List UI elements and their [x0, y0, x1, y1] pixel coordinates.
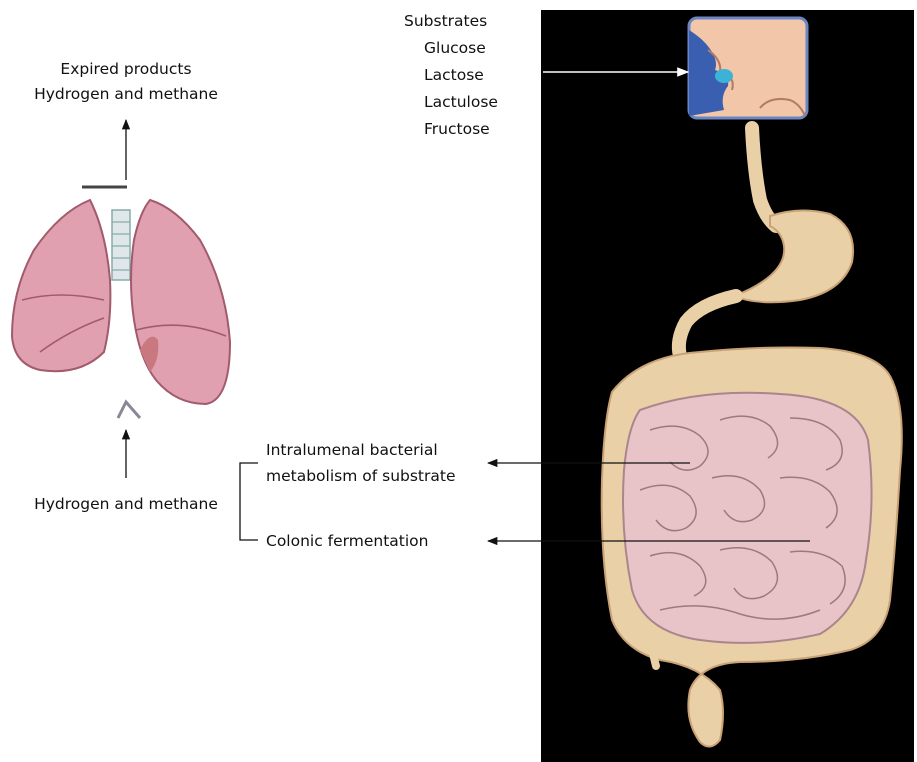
digestive-tract-illustration: [602, 128, 902, 747]
substrate-lactulose: Lactulose: [424, 89, 498, 115]
bacterial-metabolism-label-1: Intralumenal bacterial: [266, 437, 438, 463]
expired-gases-label: Hydrogen and methane: [26, 81, 226, 107]
lungs-illustration: [12, 187, 230, 418]
substrate-fructose: Fructose: [424, 116, 490, 142]
substrate-lactose: Lactose: [424, 62, 484, 88]
bracket: [240, 463, 258, 540]
substrate-glucose: Glucose: [424, 35, 486, 61]
expired-products-label: Expired products: [26, 56, 226, 82]
colonic-fermentation-label: Colonic fermentation: [266, 528, 429, 554]
bacterial-metabolism-label-2: metabolism of substrate: [266, 463, 456, 489]
substrates-heading: Substrates: [404, 8, 487, 34]
lung-input-label: Hydrogen and methane: [26, 491, 226, 517]
mouth-illustration: [689, 18, 807, 118]
